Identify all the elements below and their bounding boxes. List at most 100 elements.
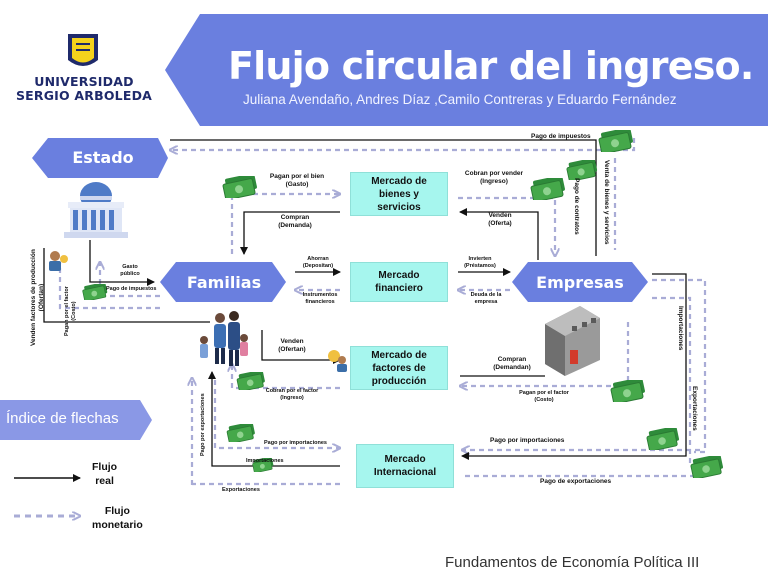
- government-building-icon: [64, 182, 128, 238]
- label-text: (Costo): [534, 397, 554, 403]
- empresas-label: Empresas: [536, 273, 624, 292]
- label-ahorran: Ahorran(Depositan): [296, 256, 340, 270]
- authors: Juliana Avendaño, Andres Díaz ,Camilo Co…: [243, 92, 677, 107]
- worker-icon: [328, 350, 347, 372]
- label-text: Cobran por vender: [464, 170, 524, 177]
- label-pagan-factor-emp: Pagan por el factor(Costo): [516, 390, 572, 404]
- label-text: financieros: [305, 299, 335, 305]
- label-text: (Ofertan): [38, 283, 45, 312]
- legend-text: monetario: [92, 519, 143, 531]
- label-invierten: Invierten(Préstamos): [456, 256, 504, 270]
- label-pago-impuestos-top: Pago de impuestos: [531, 133, 591, 140]
- market-text: Mercado: [378, 270, 420, 281]
- money-icon: [646, 428, 680, 450]
- label-text: Venden: [280, 338, 304, 345]
- label-text: Pagan por el factor: [64, 286, 70, 336]
- market-text: bienes y: [378, 188, 419, 200]
- market-text: Mercado de: [371, 349, 427, 361]
- label-text: Compran: [280, 214, 310, 221]
- market-financiero: Mercado financiero: [350, 262, 448, 302]
- label-text: (Depositan): [302, 263, 334, 269]
- market-text: Internacional: [373, 467, 437, 478]
- label-text: Venden factores de producción: [30, 249, 37, 346]
- label-text: Compran: [497, 356, 527, 363]
- university-name-line2: SERGIO ARBOLEDA: [15, 88, 153, 103]
- label-text: (Gasto): [285, 181, 309, 188]
- label-text: (Demanda): [278, 222, 312, 229]
- market-text: Mercado: [384, 454, 426, 465]
- market-text: servicios: [377, 201, 421, 213]
- label-pago-importaciones-fam: Pago por importaciones: [264, 440, 327, 446]
- label-venden-factores-estado: Venden factores de producción(Ofertan): [30, 249, 46, 346]
- money-icon: [82, 284, 108, 300]
- money-icon: [226, 424, 256, 442]
- label-text: Gasto: [122, 264, 138, 270]
- legend-text: Flujo: [104, 505, 130, 517]
- label-text: Venden: [488, 212, 512, 219]
- label-cobran-vender: Cobran por vender(Ingreso): [460, 170, 528, 186]
- label-compran-demanda: Compran(Demanda): [268, 214, 322, 230]
- label-venden-ofertan: Venden(Ofertan): [272, 338, 312, 354]
- title-banner-shape: [165, 14, 768, 126]
- label-text: Cobran por el factor: [265, 388, 319, 394]
- legend-monetary-label: Flujo monetario: [92, 504, 143, 532]
- legend-real-label: Flujo real: [92, 460, 117, 488]
- real-flows: [43, 139, 687, 467]
- label-venta-bienes: Venta de bienes y servicios: [603, 160, 610, 245]
- label-text: Instrumentos: [302, 292, 338, 298]
- label-venden-oferta: Venden(Oferta): [478, 212, 522, 228]
- money-icon: [598, 130, 634, 152]
- money-icon: [222, 176, 258, 198]
- label-pagan-bien: Pagan por el bien(Gasto): [262, 173, 332, 189]
- label-pago-importaciones-emp: Pago por importaciones: [490, 437, 565, 444]
- market-text: financiero: [375, 283, 423, 294]
- label-text: (Préstamos): [464, 263, 496, 269]
- page-title: Flujo circular del ingreso.: [228, 44, 754, 88]
- legend-title: Índice de flechas: [6, 410, 119, 427]
- label-text: (Ingreso): [280, 395, 304, 401]
- money-icon: [610, 380, 646, 402]
- label-text: Ahorran: [307, 256, 329, 262]
- label-text: (Ingreso): [480, 178, 508, 185]
- empresas-node: [512, 262, 648, 302]
- legend-text: real: [95, 475, 114, 487]
- label-importaciones-right: Importaciones: [677, 306, 684, 351]
- money-icon: [530, 178, 566, 200]
- estado-label: Estado: [72, 148, 134, 167]
- money-icon: [690, 456, 724, 478]
- label-pago-exportaciones-left: Pago por exportaciones: [200, 393, 206, 456]
- label-text: Deuda de la: [470, 292, 502, 298]
- label-text: Pagan por el bien: [269, 173, 325, 180]
- label-text: (Demandan): [493, 364, 531, 371]
- label-exportaciones-right: Exportaciones: [691, 386, 698, 431]
- label-compran-demandan: Compran(Demandan): [488, 356, 536, 372]
- footer-text: Fundamentos de Economía Política III: [445, 554, 700, 571]
- market-text: producción: [371, 375, 427, 387]
- label-pago-impuestos-fam: Pago de impuestos: [106, 286, 157, 292]
- label-text: (Ofertan): [278, 346, 306, 353]
- money-icon: [236, 372, 266, 390]
- familias-node: [160, 262, 286, 302]
- market-text: Mercado de: [371, 175, 427, 187]
- legend-text: Flujo: [92, 461, 118, 473]
- label-importaciones-fam: Importaciones: [246, 458, 284, 464]
- label-text: empresa: [474, 299, 498, 305]
- label-text: Pagan por el factor: [519, 390, 569, 396]
- legend-banner-shape: [0, 400, 152, 440]
- label-text: (Oferta): [488, 220, 512, 227]
- label-text: Invierten: [468, 256, 492, 262]
- label-pago-exportaciones-bottom: Pago de exportaciones: [540, 478, 612, 485]
- label-text: (Costo): [71, 301, 77, 321]
- worker-icon: [49, 251, 68, 271]
- university-name-line1: UNIVERSIDAD: [34, 74, 134, 89]
- label-text: público: [120, 271, 140, 277]
- label-pagan-factor-estado: Pagan por el factor(Costo): [64, 286, 78, 336]
- label-cobran-factor: Cobran por el factor(Ingreso): [264, 388, 320, 402]
